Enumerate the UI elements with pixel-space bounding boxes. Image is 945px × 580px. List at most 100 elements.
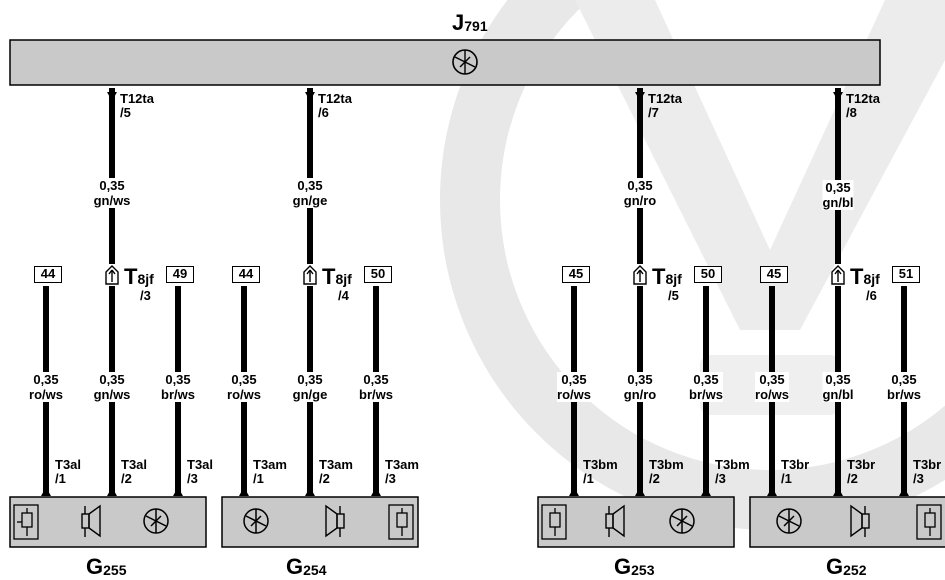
ref-number-box: 51 [892, 266, 920, 283]
sensor-connector-8: T3bm/2 [649, 458, 684, 486]
wire-size: 0,35 [561, 372, 587, 387]
connector-pin: /1 [55, 471, 66, 486]
control-unit-label: J791 [452, 12, 488, 36]
top-connector-4: T12ta /8 [846, 92, 880, 120]
sensor-connector-2: T3al/2 [121, 458, 147, 486]
wire-size: 0,35 [693, 372, 719, 387]
component-number: 255 [103, 562, 127, 578]
speaker-icon-g255 [81, 504, 101, 538]
mid-connector-2: T8jf /4 [322, 264, 352, 303]
sensor-connector-12: T3br/3 [913, 458, 943, 486]
sensor-icon-g255 [143, 508, 169, 534]
control-unit-letter: J [452, 10, 465, 35]
wire-color: ro/ws [755, 387, 789, 402]
connector-pin: /1 [583, 471, 594, 486]
top-connector-pin: /5 [120, 105, 131, 120]
sensor-connector-5: T3am/2 [319, 458, 353, 486]
connector-name: T3bm [583, 457, 618, 472]
component-number: 252 [843, 562, 867, 578]
mid-connector-1: T8jf /3 [124, 264, 154, 303]
top-connector-3: T12ta /7 [648, 92, 682, 120]
sensor-connector-4: T3am/1 [253, 458, 287, 486]
ref-number-box: 44 [232, 266, 260, 283]
connector-name: T3br [847, 457, 876, 472]
component-label-g253: G253 [614, 556, 654, 580]
speaker-icon-g254 [325, 504, 345, 538]
wire-color: br/ws [887, 387, 921, 402]
mid-connector-4: T8jf /6 [850, 264, 880, 303]
mid-connector-sub: 8jf [863, 271, 880, 287]
top-connector-name: T12ta [846, 91, 880, 106]
sensor-connector-arrows [41, 487, 909, 496]
wire-color: gn/ws [93, 193, 131, 208]
mid-connector-letter: T [322, 264, 336, 289]
sensor-connector-1: T3al/1 [55, 458, 81, 486]
sensor-icon-g252 [776, 508, 802, 534]
wire-size: 0,35 [825, 372, 851, 387]
wire-color: gn/ws [93, 387, 131, 402]
ref-number-box: 50 [364, 266, 392, 283]
wire-size: 0,35 [825, 180, 851, 195]
sensor-connector-3: T3al/3 [187, 458, 213, 486]
connector-pin: /3 [913, 471, 924, 486]
ref-number-box: 45 [760, 266, 788, 283]
mid-connector-sub: 8jf [137, 271, 154, 287]
component-letter: G [86, 554, 104, 579]
connector-name: T3bm [715, 457, 750, 472]
connector-name: T3bm [649, 457, 684, 472]
sensor-icon-g254 [243, 508, 269, 534]
ref-number-box: 50 [694, 266, 722, 283]
ref-number-box: 45 [562, 266, 590, 283]
wire-color: br/ws [689, 387, 723, 402]
wire-size: 0,35 [627, 178, 653, 193]
component-letter: G [614, 554, 632, 579]
sensor-connector-7: T3bm/1 [583, 458, 618, 486]
wire-color: ro/ws [29, 387, 63, 402]
ref-number-box: 44 [34, 266, 62, 283]
connector-pin: /1 [781, 471, 792, 486]
connector-name: T3al [187, 457, 214, 472]
connector-pin: /3 [715, 471, 726, 486]
connector-pin: /2 [649, 471, 660, 486]
top-connector-name: T12ta [318, 91, 352, 106]
wire-size: 0,35 [627, 372, 653, 387]
component-number: 253 [631, 562, 655, 578]
control-unit-box [9, 39, 881, 86]
component-label-g255: G255 [86, 556, 126, 580]
mid-connector-pin: /5 [668, 288, 679, 303]
connector-pin: /1 [253, 471, 264, 486]
wire-size: 0,35 [363, 372, 389, 387]
connector-name: T3am [385, 457, 419, 472]
wire-size: 0,35 [297, 372, 323, 387]
control-unit-number: 791 [464, 18, 488, 34]
top-connector-pin: /8 [846, 105, 857, 120]
sensor-connector-9: T3bm/3 [715, 458, 750, 486]
mid-connector-sub: 8jf [665, 271, 682, 287]
wire-color: br/ws [161, 387, 195, 402]
component-letter: G [286, 554, 304, 579]
wire-color: gn/bl [822, 195, 854, 210]
wire-color: gn/bl [822, 387, 854, 402]
connector-pin: /2 [847, 471, 858, 486]
wire-color: br/ws [359, 387, 393, 402]
sensor-icon-g253 [669, 508, 695, 534]
component-label-g252: G252 [826, 556, 866, 580]
component-box-g252 [749, 496, 945, 548]
wire-size: 0,35 [33, 372, 59, 387]
wire-color: gn/ge [292, 193, 328, 208]
wire-size: 0,35 [99, 372, 125, 387]
top-connector-pin: /6 [318, 105, 329, 120]
